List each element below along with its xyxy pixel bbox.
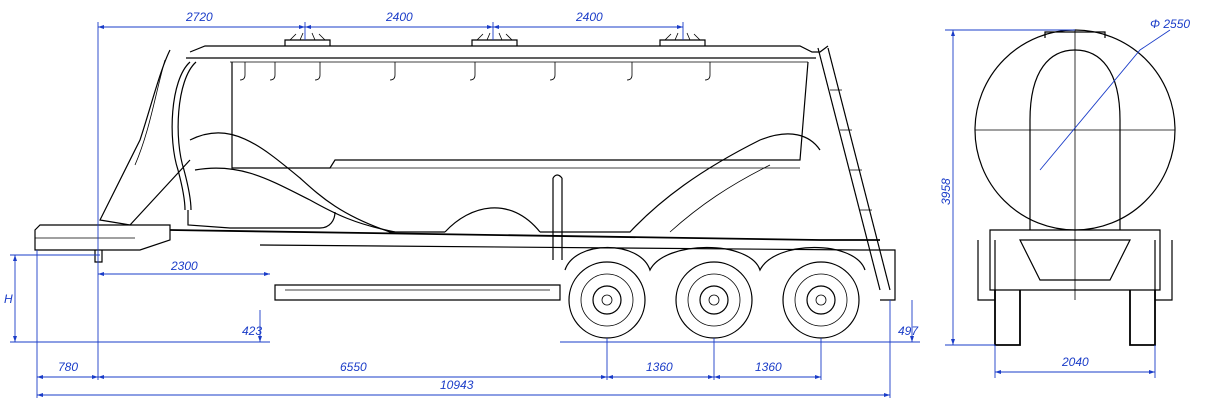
rear-hatch bbox=[1044, 31, 1106, 38]
discharge-pipe bbox=[552, 178, 563, 260]
side-view bbox=[34, 32, 896, 339]
dim-3958: 3958 bbox=[939, 178, 953, 205]
dim-line-diameter bbox=[1039, 29, 1171, 171]
tank-body-outline bbox=[231, 61, 809, 169]
rear-hopper bbox=[540, 133, 821, 233]
kingpin bbox=[94, 250, 103, 263]
dim-423: 423 bbox=[242, 324, 262, 338]
gooseneck-inner bbox=[134, 59, 166, 166]
hatch-2 bbox=[471, 32, 518, 46]
front-hopper-inner bbox=[194, 167, 396, 233]
dim-497: 497 bbox=[898, 324, 919, 338]
fenders bbox=[564, 246, 866, 272]
front-hopper bbox=[189, 132, 445, 233]
rear-bumper bbox=[860, 249, 896, 301]
rear-lights bbox=[977, 240, 1173, 301]
rail-hooks bbox=[239, 62, 711, 81]
rear-frame bbox=[989, 229, 1161, 291]
tank-top-rail bbox=[189, 45, 829, 53]
ext-2040 bbox=[994, 345, 1156, 378]
dim-780: 780 bbox=[58, 360, 78, 374]
ladder-rungs bbox=[830, 89, 882, 251]
middle-hopper bbox=[444, 207, 541, 233]
wheel-1 bbox=[568, 261, 646, 339]
dimensions: 2720 2400 2400 2300 H 423 497 780 6550 1… bbox=[4, 10, 1190, 398]
dim-2040: 2040 bbox=[1061, 355, 1089, 369]
chassis-beam bbox=[169, 229, 880, 241]
kingpin-plate bbox=[34, 224, 171, 251]
dim-diameter: Φ 2550 bbox=[1150, 17, 1190, 31]
dim-2400-b: 2400 bbox=[575, 10, 603, 24]
hatch-3 bbox=[659, 32, 706, 46]
wheel-2 bbox=[675, 261, 753, 339]
dim-2720: 2720 bbox=[185, 10, 213, 24]
ext-3958 bbox=[945, 29, 1075, 346]
rear-view bbox=[974, 29, 1176, 346]
rear-hopper-inner bbox=[669, 164, 771, 233]
wheel-3 bbox=[782, 261, 860, 339]
front-air-pipe-low bbox=[187, 210, 336, 229]
dim-10943: 10943 bbox=[440, 378, 474, 392]
rear-valve-box bbox=[1019, 239, 1131, 281]
dim-2400-a: 2400 bbox=[385, 10, 413, 24]
hatch-1 bbox=[284, 32, 331, 46]
dim-6550: 6550 bbox=[340, 360, 367, 374]
gooseneck-frame bbox=[99, 49, 191, 226]
dim-1360-a: 1360 bbox=[646, 360, 673, 374]
front-air-pipe-2 bbox=[177, 61, 197, 211]
side-skirt bbox=[274, 284, 561, 301]
front-air-pipe bbox=[171, 61, 191, 211]
dim-h: H bbox=[4, 292, 13, 306]
dim-1360-b: 1360 bbox=[755, 360, 782, 374]
rear-ladder-b bbox=[827, 47, 891, 291]
rear-ladder-arch bbox=[1029, 49, 1121, 230]
dim-2300: 2300 bbox=[170, 259, 198, 273]
chassis-lower bbox=[259, 244, 861, 251]
rear-wheels bbox=[994, 290, 1156, 346]
discharge-pipe-cap bbox=[552, 174, 563, 179]
